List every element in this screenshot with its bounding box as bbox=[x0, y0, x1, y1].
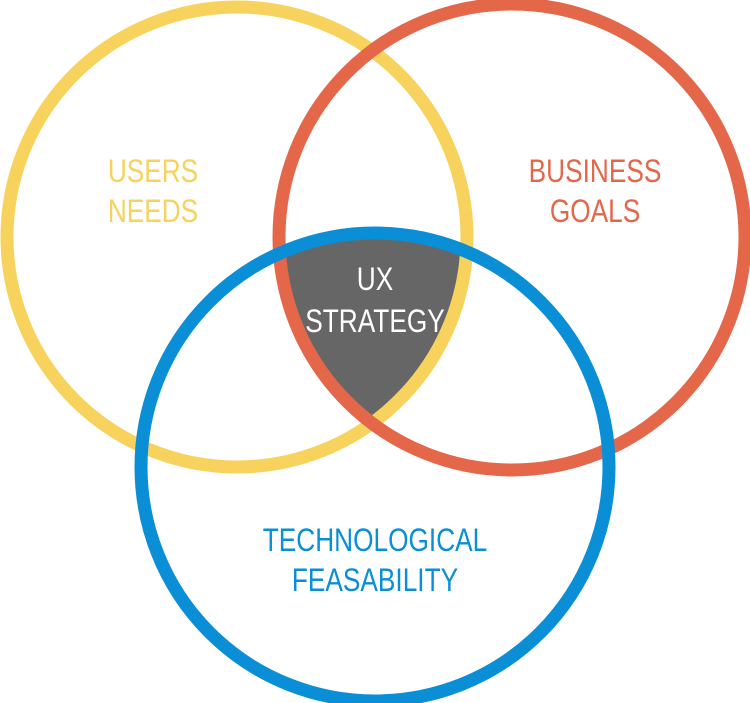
business-goals-label-1: BUSINESS bbox=[529, 155, 662, 190]
users-needs-label-2: NEEDS bbox=[108, 195, 198, 230]
technological-feasability-circle bbox=[134, 226, 616, 703]
users-needs-label-1: USERS bbox=[108, 155, 198, 190]
users-needs-circle bbox=[0, 0, 474, 474]
tech-feasability-label-1: TECHNOLOGICAL bbox=[263, 524, 487, 559]
ux-strategy-label-1: UX bbox=[357, 263, 393, 298]
business-goals-circle bbox=[272, 0, 750, 477]
business-goals-label-2: GOALS bbox=[550, 195, 640, 230]
ux-strategy-label-2: STRATEGY bbox=[305, 305, 444, 340]
tech-feasability-label-2: FEASABILITY bbox=[292, 564, 458, 599]
